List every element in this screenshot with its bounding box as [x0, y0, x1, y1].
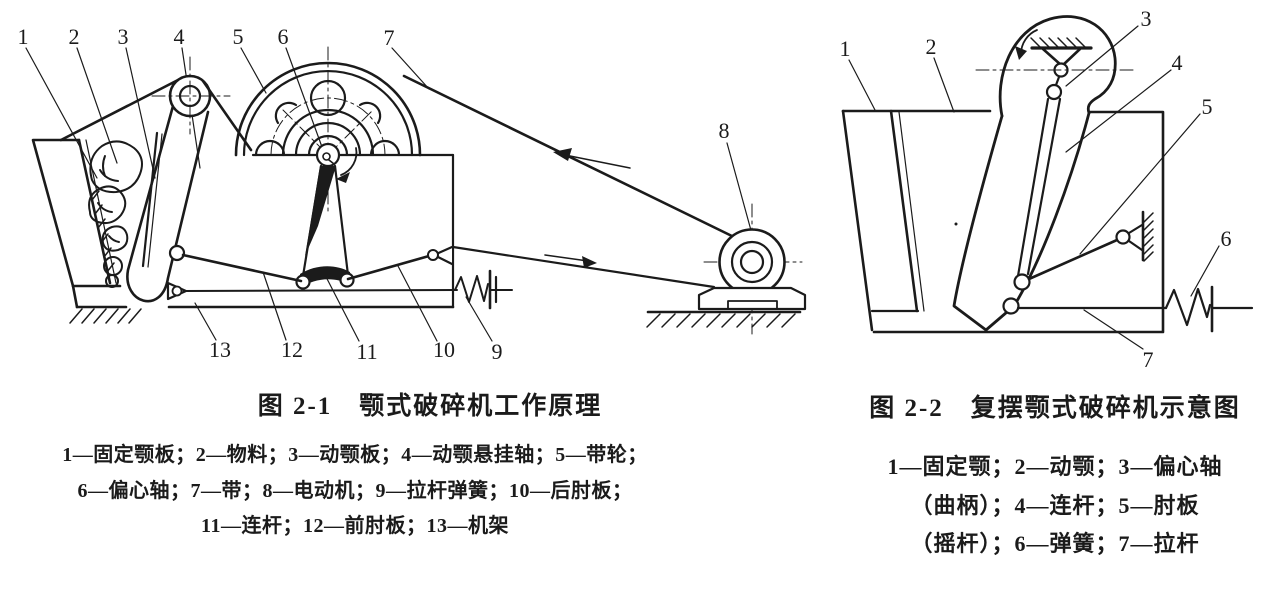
- right-diagram: 1 2 3 4 5 6 7: [840, 6, 1254, 372]
- movable-jaw-swing: [952, 15, 1117, 332]
- part-label-7: 7: [1143, 347, 1154, 372]
- suspension-shaft: [151, 56, 231, 135]
- left-diagram: 1 2 3 4 5 6 7 8 9 10 11 12 13: [18, 24, 807, 364]
- part-label-11: 11: [356, 339, 377, 364]
- left-leader-lines: [25, 47, 756, 342]
- fixed-jaw: [841, 109, 992, 332]
- pivot-hatching: [1030, 37, 1086, 48]
- right-part-labels: 1 2 3 4 5 6 7: [840, 6, 1232, 372]
- figure-left-caption: 图 2-1 颚式破碎机工作原理: [257, 393, 603, 420]
- part-label-1: 1: [840, 36, 851, 61]
- rear-toggle-plate: [346, 245, 454, 281]
- belt-arrowhead-lower: [582, 256, 597, 268]
- pull-rod-and-spring: [1016, 285, 1254, 333]
- left-part-labels: 1 2 3 4 5 6 7 8 9 10 11 12 13: [18, 24, 730, 364]
- part-label-3: 3: [118, 24, 129, 49]
- part-label-4: 4: [174, 24, 185, 49]
- part-label-2: 2: [926, 34, 937, 59]
- part-label-6: 6: [1221, 226, 1232, 251]
- part-label-8: 8: [719, 118, 730, 143]
- part-label-4: 4: [1172, 50, 1183, 75]
- rotation-arrowhead: [336, 172, 350, 183]
- crusher-frame-box: [872, 110, 1165, 334]
- legend-line: （曲柄）；4—连杆；5—肘板: [910, 492, 1200, 518]
- eccentric-crank-pivot: [975, 29, 1134, 101]
- legend-line: 11—连杆；12—前肘板；13—机架: [201, 515, 509, 537]
- legend-line: 1—固定颚板；2—物料；3—动颚板；4—动颚悬挂轴；5—带轮；: [62, 444, 648, 466]
- material-rocks: [88, 140, 143, 288]
- part-label-3: 3: [1141, 6, 1152, 31]
- frame-ground: [69, 305, 455, 324]
- part-label-9: 9: [492, 339, 503, 364]
- legend-line: 1—固定颚；2—动颚；3—偏心轴: [887, 454, 1223, 479]
- figure-left-legend: 1—固定颚板；2—物料；3—动颚板；4—动颚悬挂轴；5—带轮； 6—偏心轴；7—…: [25, 438, 685, 545]
- front-toggle-plate: [168, 244, 303, 283]
- legend-line: 6—偏心轴；7—带；8—电动机；9—拉杆弹簧；10—后肘板；: [77, 479, 633, 502]
- print-speck: [954, 222, 958, 226]
- diagrams-canvas: 1 2 3 4 5 6 7 8 9 10 11 12 13: [18, 6, 1254, 372]
- motor-base: [697, 286, 807, 311]
- movable-jaw: [126, 104, 210, 303]
- figure-right-legend: 1—固定颚；2—动颚；3—偏心轴 （曲柄）；4—连杆；5—肘板 （摇杆）；6—弹…: [855, 448, 1255, 564]
- part-label-6: 6: [278, 24, 289, 49]
- electric-motor: [646, 203, 807, 335]
- part-label-12: 12: [281, 337, 303, 362]
- rocker-pivot-hatching: [1143, 212, 1154, 262]
- part-label-2: 2: [69, 24, 80, 49]
- part-label-7: 7: [384, 25, 395, 50]
- frame-top-edges: [59, 78, 253, 152]
- connecting-rod-link: [1002, 97, 1062, 315]
- belt-lines: [402, 74, 738, 289]
- figure-right-caption: 图 2-2 复摆颚式破碎机示意图: [869, 395, 1241, 422]
- toggle-plate-rocker: [1027, 210, 1154, 281]
- legend-line: （摇杆）；6—弹簧；7—拉杆: [910, 531, 1200, 556]
- part-label-13: 13: [209, 337, 231, 362]
- part-label-10: 10: [433, 337, 455, 362]
- rotation-arrowhead: [1015, 46, 1027, 60]
- part-label-5: 5: [233, 24, 244, 49]
- ground-hatching-left: [69, 308, 142, 324]
- belt-arrowhead-upper: [553, 148, 572, 161]
- connecting-rod: [295, 164, 355, 290]
- belt-pulley: [234, 46, 422, 214]
- part-label-5: 5: [1202, 94, 1213, 119]
- pull-rod-spring: [166, 269, 513, 310]
- ground-hatching-right: [646, 313, 796, 328]
- part-label-1: 1: [18, 24, 29, 49]
